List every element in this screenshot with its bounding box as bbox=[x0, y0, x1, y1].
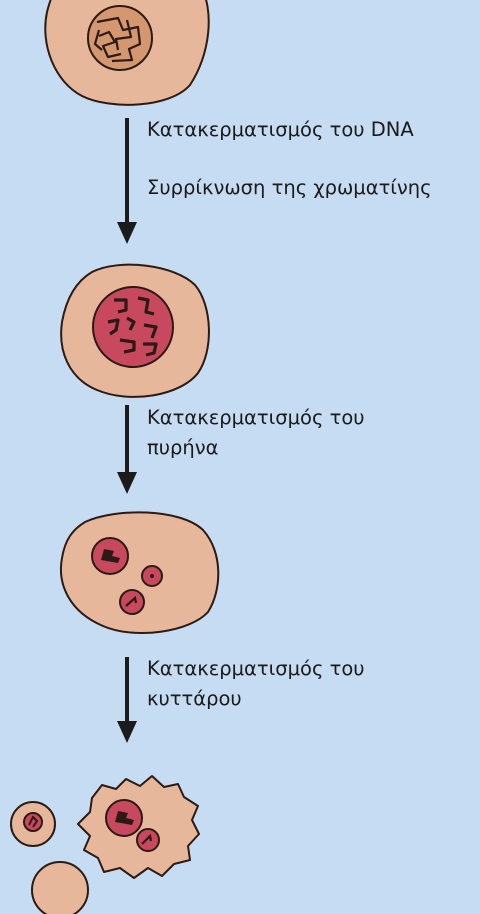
step-2-label-line-2: πυρήνα bbox=[147, 434, 219, 462]
cell-stage-normal bbox=[45, 0, 208, 105]
nuclear-fragment bbox=[92, 538, 128, 574]
step-3-label-line-2: κυττάρου bbox=[147, 685, 242, 713]
nuclear-fragment bbox=[120, 590, 144, 614]
apoptotic-body bbox=[11, 802, 55, 846]
step-3-label-line-1: Κατακερματισμός του bbox=[147, 655, 365, 683]
apoptotic-cell-remnant bbox=[78, 776, 199, 878]
arrow-step-1 bbox=[117, 118, 137, 244]
step-1-label-line-1: Κατακερματισμός του DNA bbox=[147, 116, 414, 144]
nuclear-fragment bbox=[142, 566, 162, 586]
arrow-step-2 bbox=[117, 405, 137, 494]
cell-stage-nuclear-fragmentation bbox=[61, 512, 218, 633]
step-1-label-line-2: Συρρίκνωση της χρωματίνης bbox=[147, 174, 432, 202]
cell-stage-apoptotic-bodies bbox=[11, 776, 199, 914]
apoptotic-body bbox=[32, 862, 88, 914]
step-2-label-line-1: Κατακερματισμός του bbox=[147, 404, 365, 432]
cell-stage-condensed bbox=[61, 265, 209, 397]
cell-membrane bbox=[61, 512, 218, 633]
nuclear-fragment bbox=[106, 800, 142, 836]
arrow-step-3 bbox=[117, 657, 137, 743]
nuclear-fragment bbox=[137, 829, 159, 851]
